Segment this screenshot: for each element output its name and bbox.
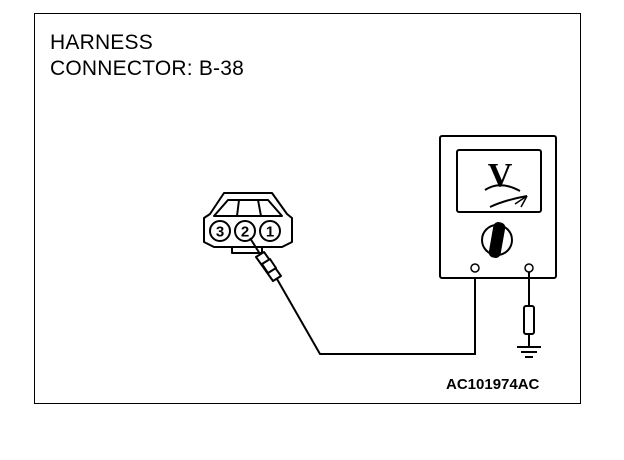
pin-cavity-3 bbox=[209, 220, 231, 242]
meter-unit-label: V bbox=[488, 157, 513, 194]
connector-pins: 3 2 1 bbox=[209, 220, 281, 242]
test-lead-wire bbox=[276, 268, 476, 355]
pin-cavity-1 bbox=[259, 220, 281, 242]
diagram-title: HARNESS CONNECTOR: B-38 bbox=[50, 30, 244, 82]
figure-code: AC101974AC bbox=[446, 376, 540, 393]
pin-label-2: 2 bbox=[241, 224, 249, 241]
pin-cavity-2 bbox=[234, 220, 256, 242]
ground-probe bbox=[523, 272, 535, 346]
probe-needle bbox=[249, 237, 261, 255]
pin-label-3: 3 bbox=[216, 224, 224, 241]
voltmeter-icon bbox=[439, 135, 557, 279]
connector-divider-left bbox=[236, 199, 240, 217]
ground-probe-body bbox=[523, 305, 535, 335]
probe-grip bbox=[261, 258, 277, 274]
meter-terminal-negative bbox=[470, 263, 480, 273]
meter-selector-pointer bbox=[488, 222, 506, 258]
connector-lock-tab bbox=[231, 247, 263, 254]
meter-needle bbox=[489, 195, 528, 208]
meter-needle-tip bbox=[514, 195, 528, 208]
ground-symbol-icon bbox=[517, 346, 541, 358]
title-line-harness: HARNESS bbox=[50, 31, 153, 54]
connector-inner-edge bbox=[213, 199, 283, 217]
title-line-connector: CONNECTOR: B-38 bbox=[50, 57, 244, 80]
connector-divider-right bbox=[257, 199, 262, 217]
diagram-frame bbox=[34, 13, 581, 404]
meter-scale-arc bbox=[484, 184, 521, 192]
pin-label-1: 1 bbox=[266, 224, 274, 241]
meter-terminal-positive bbox=[524, 263, 534, 273]
test-probe-icon bbox=[249, 237, 282, 282]
